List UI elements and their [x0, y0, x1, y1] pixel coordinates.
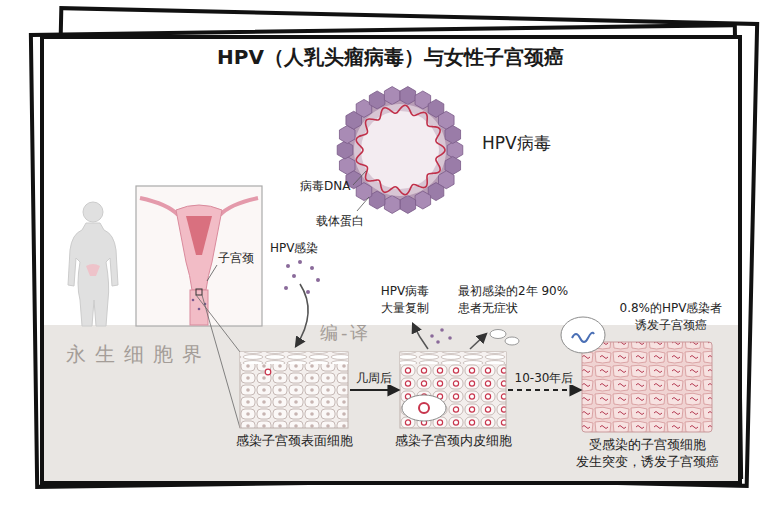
infected-nucleus [265, 369, 271, 375]
label-text: 编-译 [320, 320, 400, 345]
virus-dot [448, 336, 452, 340]
capsomere [400, 195, 416, 213]
inset-box [136, 186, 262, 326]
virus-dot [306, 290, 310, 294]
virus-dot [292, 274, 296, 278]
replication-arrow [413, 324, 428, 349]
virus-dot [430, 334, 434, 338]
virus-dot [310, 266, 314, 270]
uterus-cavity [186, 216, 212, 255]
tissue-infected [400, 352, 506, 428]
tissue-surface [240, 352, 348, 428]
arrow-connector [508, 389, 580, 391]
zoom-square [196, 289, 202, 295]
surface-layer [400, 352, 506, 364]
ground-band [44, 325, 738, 481]
virus-dot [192, 299, 195, 302]
surface-layer [240, 352, 348, 364]
capsomere [384, 195, 400, 213]
capsid-inner [354, 104, 446, 196]
virus-dot [286, 264, 290, 268]
label-text: 0.8%的HPV感染者 诱发子宫颈癌 [606, 300, 736, 334]
uterus-inset [136, 186, 262, 326]
tissue-node: 感染子宫颈内皮细胞 [400, 352, 506, 428]
head [83, 202, 103, 222]
infection-arrow [296, 284, 308, 346]
label-text: 永生细胞界 [66, 340, 256, 368]
capsomere [337, 141, 353, 159]
callout-oval [402, 395, 446, 421]
label-text: 最初感染的2年 90%患者无症状 [458, 283, 570, 317]
viral-dna [572, 333, 594, 342]
shed-cell [490, 330, 506, 339]
shedding-arrow [470, 334, 486, 349]
virus-dot [198, 308, 201, 311]
tissue [582, 342, 712, 432]
uterus-body [176, 205, 222, 290]
arrow-connector [350, 389, 398, 391]
tissue [400, 352, 506, 428]
dna-strand [356, 105, 445, 194]
label-text: 病毒DNA [300, 178, 360, 195]
main-frame [42, 37, 740, 483]
capsomere [369, 91, 385, 109]
fallopian-tube [220, 198, 258, 215]
virus-dot [316, 278, 320, 282]
edge-label: 10-30年后 [514, 371, 575, 385]
label-text: HPV病毒 [482, 132, 572, 156]
back-frame [31, 25, 741, 487]
capsomere [384, 87, 400, 105]
tissue [240, 352, 348, 428]
uterus-mark [86, 264, 100, 276]
virus-dot [436, 340, 440, 344]
label-text: HPV感染 [270, 240, 332, 257]
virus-dot [284, 286, 288, 290]
viral-dna [356, 105, 445, 194]
tissue-cancer [561, 317, 712, 432]
leader-line [357, 197, 369, 211]
hpv-virus [337, 87, 463, 214]
fallopian-tube [140, 198, 178, 215]
leader-line [353, 171, 366, 185]
capsomere [339, 156, 355, 174]
virus-dot [298, 260, 302, 264]
woman-silhouette [68, 202, 118, 326]
label-text: 子宫颈 [218, 250, 260, 267]
capsid-ring [346, 96, 454, 204]
label-text: 载体蛋白 [316, 213, 376, 230]
virus-particles [260, 260, 452, 360]
tissue-node: 受感染的子宫颈细胞 发生突变，诱发子宫颈癌 [582, 342, 712, 432]
body [68, 223, 118, 326]
leader-line [207, 265, 217, 281]
capsomere [447, 141, 463, 159]
callout-oval [561, 317, 605, 353]
label-text: HPV病毒 大量复制 [372, 283, 438, 317]
capsomere [415, 191, 431, 209]
shed-cell [505, 337, 519, 345]
tissue-node: 感染子宫颈表面细胞 [240, 352, 348, 428]
cell-caption: 受感染的子宫颈细胞 发生突变，诱发子宫颈癌 [567, 437, 727, 471]
title-text: HPV（人乳头瘤病毒）与女性子宫颈癌 [0, 44, 781, 70]
cell-caption: 感染子宫颈内皮细胞 [388, 433, 518, 450]
edge-label: 几周后 [355, 371, 393, 385]
capsomeres [337, 87, 463, 214]
capsomere [400, 87, 416, 105]
cell-caption: 感染子宫颈表面细胞 [229, 433, 359, 450]
virus-dot [440, 328, 444, 332]
infected-nucleus [419, 403, 429, 413]
capsomere [445, 126, 461, 144]
